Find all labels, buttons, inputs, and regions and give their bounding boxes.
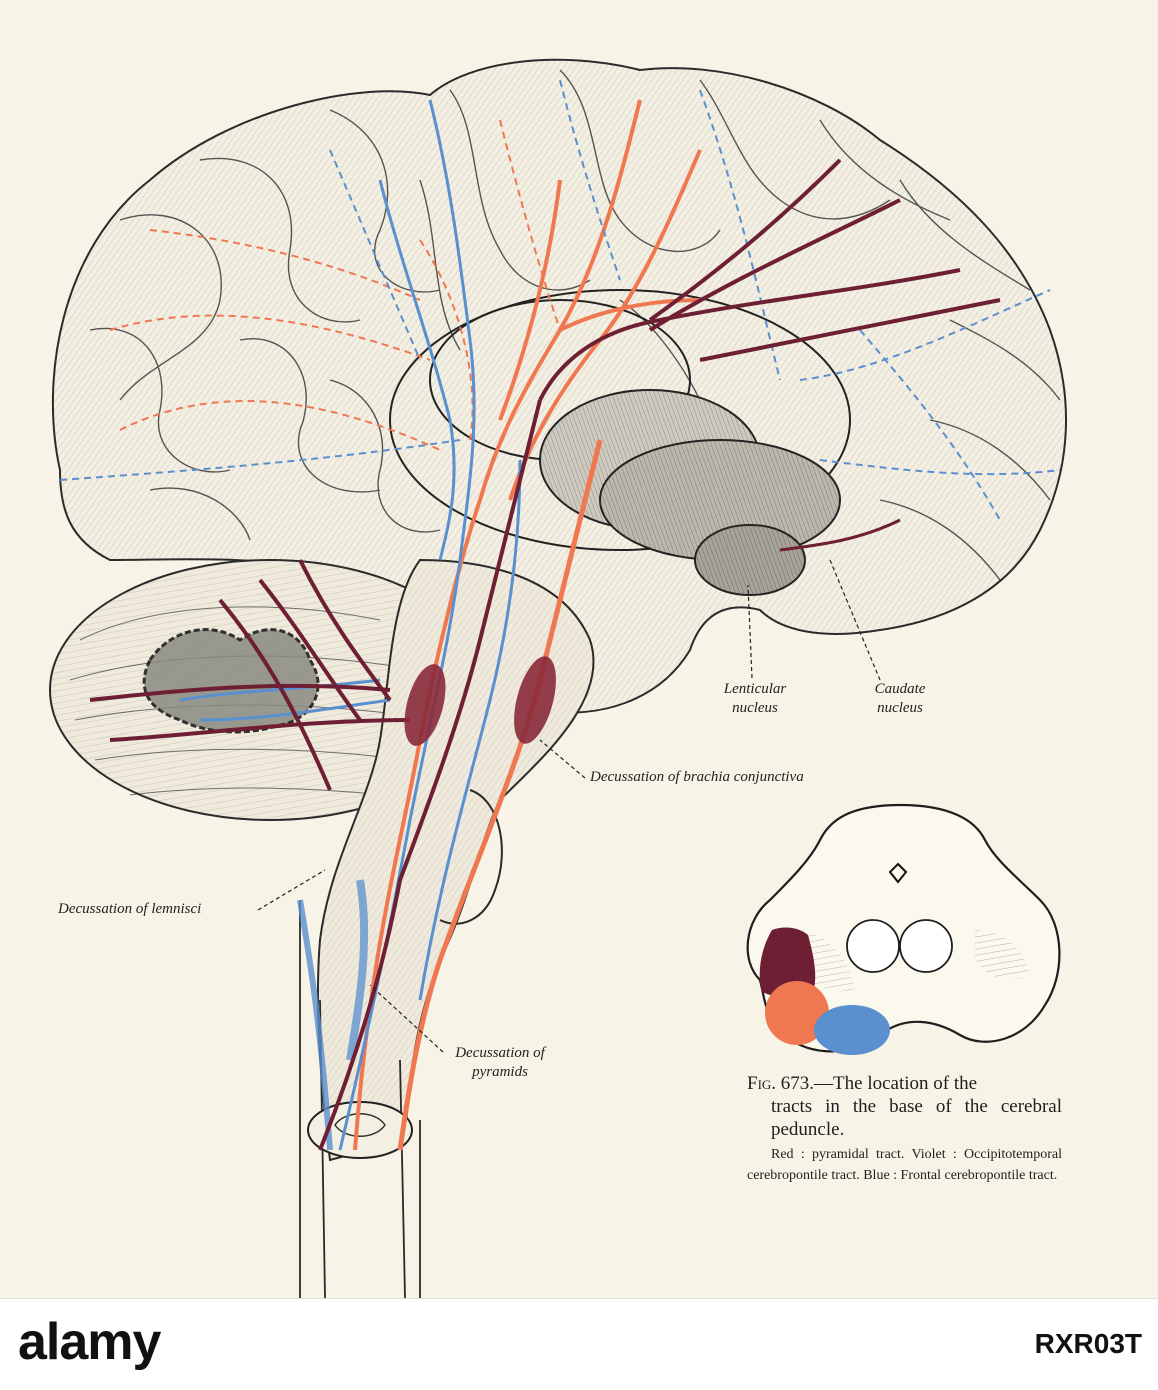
medulla-bulge [439,789,503,925]
caption-title: Fig. 673.—The location of the tracts in … [747,1072,1062,1141]
aqueduct-right-circle [899,919,953,973]
blue-tract-dashed [59,79,1061,521]
label-decussation-lemnisci: Decussation of lemnisci [58,901,202,917]
label-lenticular-line1: Lenticular [723,681,787,697]
figure-caption: Fig. 673.—The location of the tracts in … [747,1072,1062,1186]
stock-footer [0,1298,1158,1390]
label-lenticular-nucleus: Lenticular nucleus [700,680,810,718]
dentate-nucleus [142,628,320,734]
label-caudate-line1: Caudate [874,681,926,697]
caption-fig-text-first: —The location of the [814,1073,978,1094]
violet-tract-lines [89,158,1001,1151]
aqueduct-left-circle [846,919,900,973]
corpus-callosum-ring [389,289,851,551]
gyri-lines [89,69,1061,581]
spinal-cord [299,900,421,1298]
inset-blue-region [814,1005,890,1055]
legend-violet: Violet : Occipitotemporal cerebropontile… [747,1147,1062,1183]
label-decussation-brachia: Decussation of brachia conjunctiva [590,769,804,785]
label-caudate-nucleus: Caudate nucleus [850,680,950,718]
caption-fig-label: Fig. 673. [747,1073,815,1094]
caption-fig-text-rest: tracts in the base of the cerebral pedun… [771,1096,1062,1140]
image-id: RXR03T [1034,1328,1142,1359]
inset-red-region [765,981,829,1045]
label-caudate-line2: nucleus [877,700,923,716]
red-tract-dashed [109,119,561,451]
footer-divider [0,1298,1158,1299]
watermark-logo: alamy [18,1313,161,1371]
leader-lines [257,559,881,1053]
brain-diagram [49,58,1067,1298]
illustration-plate: Lenticular nucleus Caudate nucleus Decus… [0,0,1158,1298]
violet-peduncle-right [514,656,556,744]
peduncle-inset [746,803,1061,1055]
violet-peduncle-left [404,664,446,746]
aqueduct-mark [888,862,908,884]
inset-violet-region [759,927,816,998]
label-pyramids-line1: Decussation of [455,1045,545,1061]
caption-legend: Red : pyramidal tract. Violet : Occipito… [747,1144,1062,1186]
label-lenticular-line2: nucleus [732,700,778,716]
label-decussation-pyramids: Decussation of pyramids [440,1044,560,1082]
legend-red: Red : pyramidal tract. [771,1147,905,1162]
label-pyramids-line2: pyramids [472,1064,528,1080]
legend-blue: Blue : Frontal cerebropontile tract. [863,1168,1058,1183]
